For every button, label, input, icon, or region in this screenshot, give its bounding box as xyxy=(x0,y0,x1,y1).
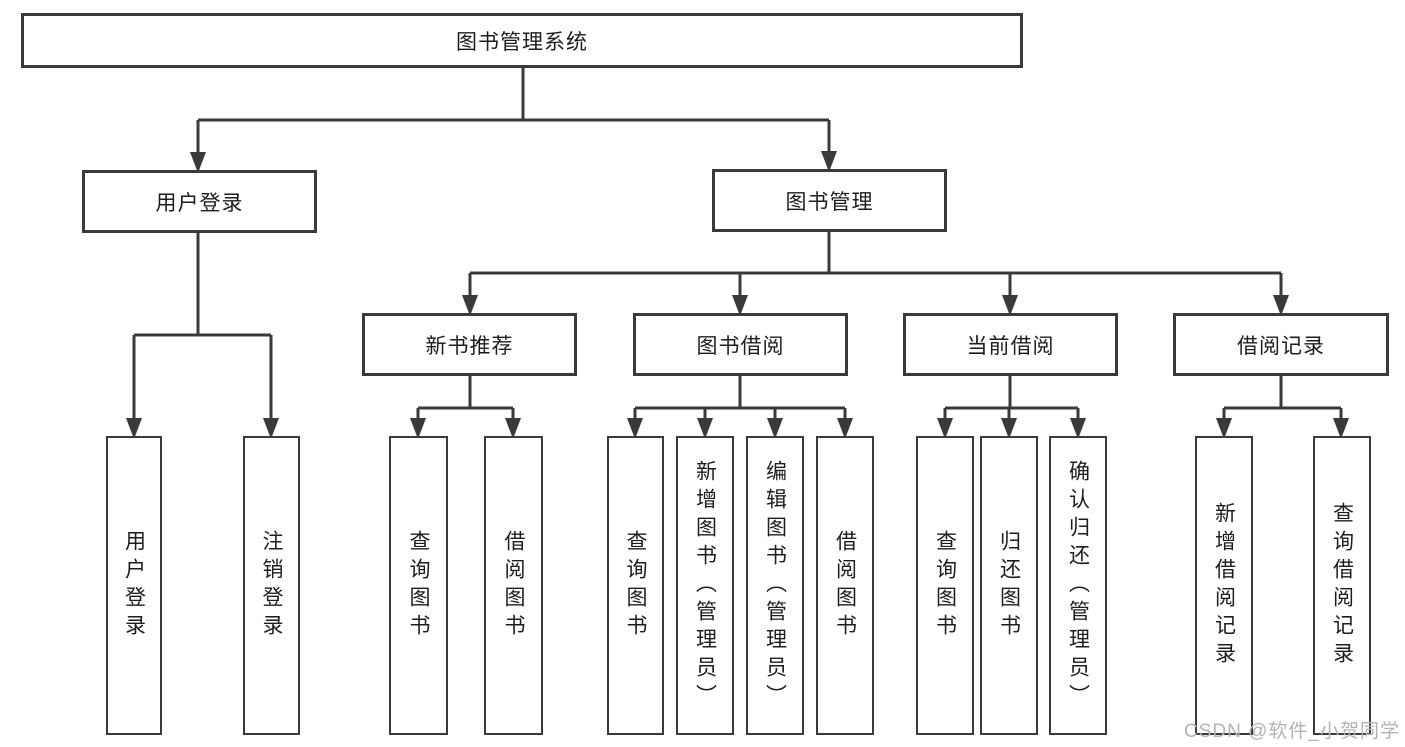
node-borrowing-records: 借阅记录 xyxy=(1173,313,1389,376)
node-user-login: 用户登录 xyxy=(82,170,317,233)
leaf-label: 归还图书 xyxy=(997,529,1021,642)
csdn-watermark: CSDN @软件_小贺同学 xyxy=(1184,721,1400,742)
node-root-system: 图书管理系统 xyxy=(21,13,1023,68)
leaf-label: 查询图书 xyxy=(624,529,647,642)
node-book-management: 图书管理 xyxy=(712,169,947,232)
leaf-label: 用户登录 xyxy=(122,529,146,642)
node-label: 新书推荐 xyxy=(425,334,514,358)
node-current-borrowing: 当前借阅 xyxy=(903,313,1118,376)
leaf-borrowing-borrow-books: 借阅图书 xyxy=(816,436,874,735)
leaf-records-query-borrow-record: 查询借阅记录 xyxy=(1313,436,1371,735)
node-label: 图书管理系统 xyxy=(456,30,588,54)
node-label: 当前借阅 xyxy=(966,334,1055,358)
leaf-current-confirm-return-admin: 确认归还（管理员） xyxy=(1049,436,1107,735)
node-label: 借阅记录 xyxy=(1237,334,1325,358)
leaf-label: 确认归还（管理员） xyxy=(1066,459,1090,712)
leaf-label: 新增借阅记录 xyxy=(1212,501,1236,670)
leaf-borrowing-add-books-admin: 新增图书（管理员） xyxy=(676,436,734,735)
leaf-label: 查询图书 xyxy=(407,529,430,642)
leaf-recommend-query-books: 查询图书 xyxy=(389,436,448,735)
leaf-current-query-books: 查询图书 xyxy=(916,436,974,735)
leaf-label: 查询图书 xyxy=(933,529,957,642)
leaf-label: 注销登录 xyxy=(260,529,283,642)
leaf-current-return-books: 归还图书 xyxy=(980,436,1038,735)
leaf-user-login: 用户登录 xyxy=(106,436,162,735)
leaf-label: 编辑图书（管理员） xyxy=(763,459,787,712)
leaf-borrowing-edit-books-admin: 编辑图书（管理员） xyxy=(746,436,804,735)
leaf-label: 新增图书（管理员） xyxy=(693,459,717,712)
node-label: 用户登录 xyxy=(155,191,244,215)
leaf-borrowing-query-books: 查询图书 xyxy=(607,436,664,735)
node-book-borrowing: 图书借阅 xyxy=(633,313,848,376)
leaf-records-add-borrow-record: 新增借阅记录 xyxy=(1195,436,1253,735)
leaf-logout: 注销登录 xyxy=(243,436,300,735)
leaf-label: 借阅图书 xyxy=(502,529,525,642)
leaf-label: 查询借阅记录 xyxy=(1330,501,1354,670)
node-new-book-recommend: 新书推荐 xyxy=(362,313,577,376)
node-label: 图书借阅 xyxy=(696,334,785,358)
leaf-recommend-borrow-books: 借阅图书 xyxy=(484,436,543,735)
leaf-label: 借阅图书 xyxy=(833,529,857,642)
node-label: 图书管理 xyxy=(785,190,874,214)
